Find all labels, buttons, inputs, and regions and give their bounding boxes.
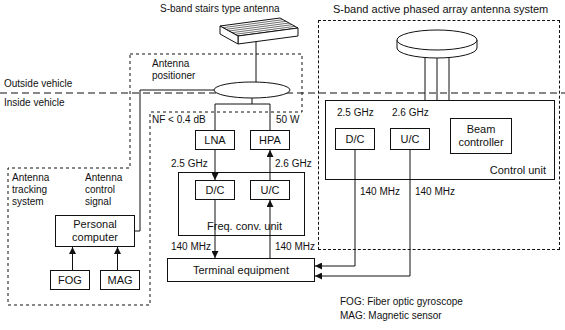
- box-text: Terminal equipment: [193, 264, 289, 277]
- annotation-label: 140 MHz: [360, 186, 400, 198]
- converter-box: D/C: [195, 180, 235, 200]
- annotation-label: 50 W: [276, 114, 299, 126]
- antenna-mast: [256, 40, 257, 84]
- box-text: D/C: [206, 184, 225, 197]
- signal-connector: [270, 150, 271, 180]
- annotation-label: 2.5 GHz: [171, 158, 208, 170]
- annotation-label: Antenna control signal: [85, 172, 130, 208]
- box-text: HPA: [259, 134, 281, 147]
- antenna-positioner: [214, 82, 290, 98]
- annotation-label: 2.6 GHz: [275, 158, 312, 170]
- annotation-label: 2.6 GHz: [392, 107, 429, 119]
- controller-box: Beam controller: [450, 118, 512, 154]
- stair-step: [223, 20, 283, 28]
- signal-connector: [72, 247, 73, 270]
- signal-connector: [117, 247, 118, 270]
- annotation-label: 140 MHz: [275, 241, 315, 253]
- annotation-label: Antenna positioner: [152, 58, 210, 82]
- amplifier-box: LNA: [195, 130, 235, 150]
- box-text: LNA: [204, 134, 225, 147]
- rf-wire: [215, 98, 270, 130]
- array-feed-wire: [425, 58, 449, 100]
- box-text: U/C: [401, 133, 420, 146]
- phased-array-antenna: [397, 30, 477, 58]
- computer-box: Personal computer: [55, 215, 135, 247]
- converter-box: D/C: [335, 128, 375, 150]
- stair-step: [229, 23, 289, 31]
- box-text: Beam controller: [454, 123, 508, 148]
- converter-box: U/C: [390, 128, 430, 150]
- unit-box: Freq. conv. unit D/C U/C: [178, 172, 305, 236]
- annotation-label: FOG: Fiber optic gyroscope: [340, 296, 463, 308]
- annotation-label: Inside vehicle: [4, 97, 65, 109]
- array-top: [397, 30, 477, 50]
- box-text: U/C: [261, 184, 280, 197]
- signal-connector: [215, 150, 216, 180]
- group-heading: S-band active phased array antenna syste…: [333, 3, 548, 15]
- stair-step: [235, 26, 295, 34]
- tracking-region: [8, 54, 302, 305]
- sensor-box: MAG: [100, 270, 140, 290]
- terminal-box: Terminal equipment: [167, 258, 315, 282]
- annotation-label: 2.5 GHz: [337, 107, 374, 119]
- signal-connector: [315, 150, 355, 266]
- annotation-label: NF < 0.4 dB: [152, 114, 206, 126]
- stair-lines: [223, 20, 295, 35]
- signal-connector: [315, 150, 410, 276]
- box-text: Personal computer: [59, 218, 131, 243]
- annotation-label: Antenna tracking system: [12, 172, 57, 208]
- stair-step: [226, 21, 286, 29]
- sensor-box: FOG: [50, 270, 90, 290]
- stair-step: [232, 25, 292, 33]
- annotation-label: S-band stairs type antenna: [160, 3, 280, 15]
- amplifier-box: HPA: [250, 130, 290, 150]
- box-text: FOG: [58, 274, 82, 287]
- annotation-label: Outside vehicle: [4, 78, 72, 90]
- annotation-label: 140 MHz: [171, 241, 211, 253]
- system-boundary: S-band active phased array antenna syste…: [318, 20, 560, 250]
- group-heading: Control unit: [490, 164, 546, 176]
- control-signal-wire: [135, 90, 214, 231]
- stairs-antenna: [220, 18, 298, 84]
- box-text: D/C: [346, 133, 365, 146]
- annotation-label: 140 MHz: [415, 186, 455, 198]
- converter-box: U/C: [250, 180, 290, 200]
- box-text: MAG: [107, 274, 132, 287]
- annotation-label: MAG: Magnetic sensor: [340, 310, 442, 322]
- group-heading: Freq. conv. unit: [207, 220, 282, 232]
